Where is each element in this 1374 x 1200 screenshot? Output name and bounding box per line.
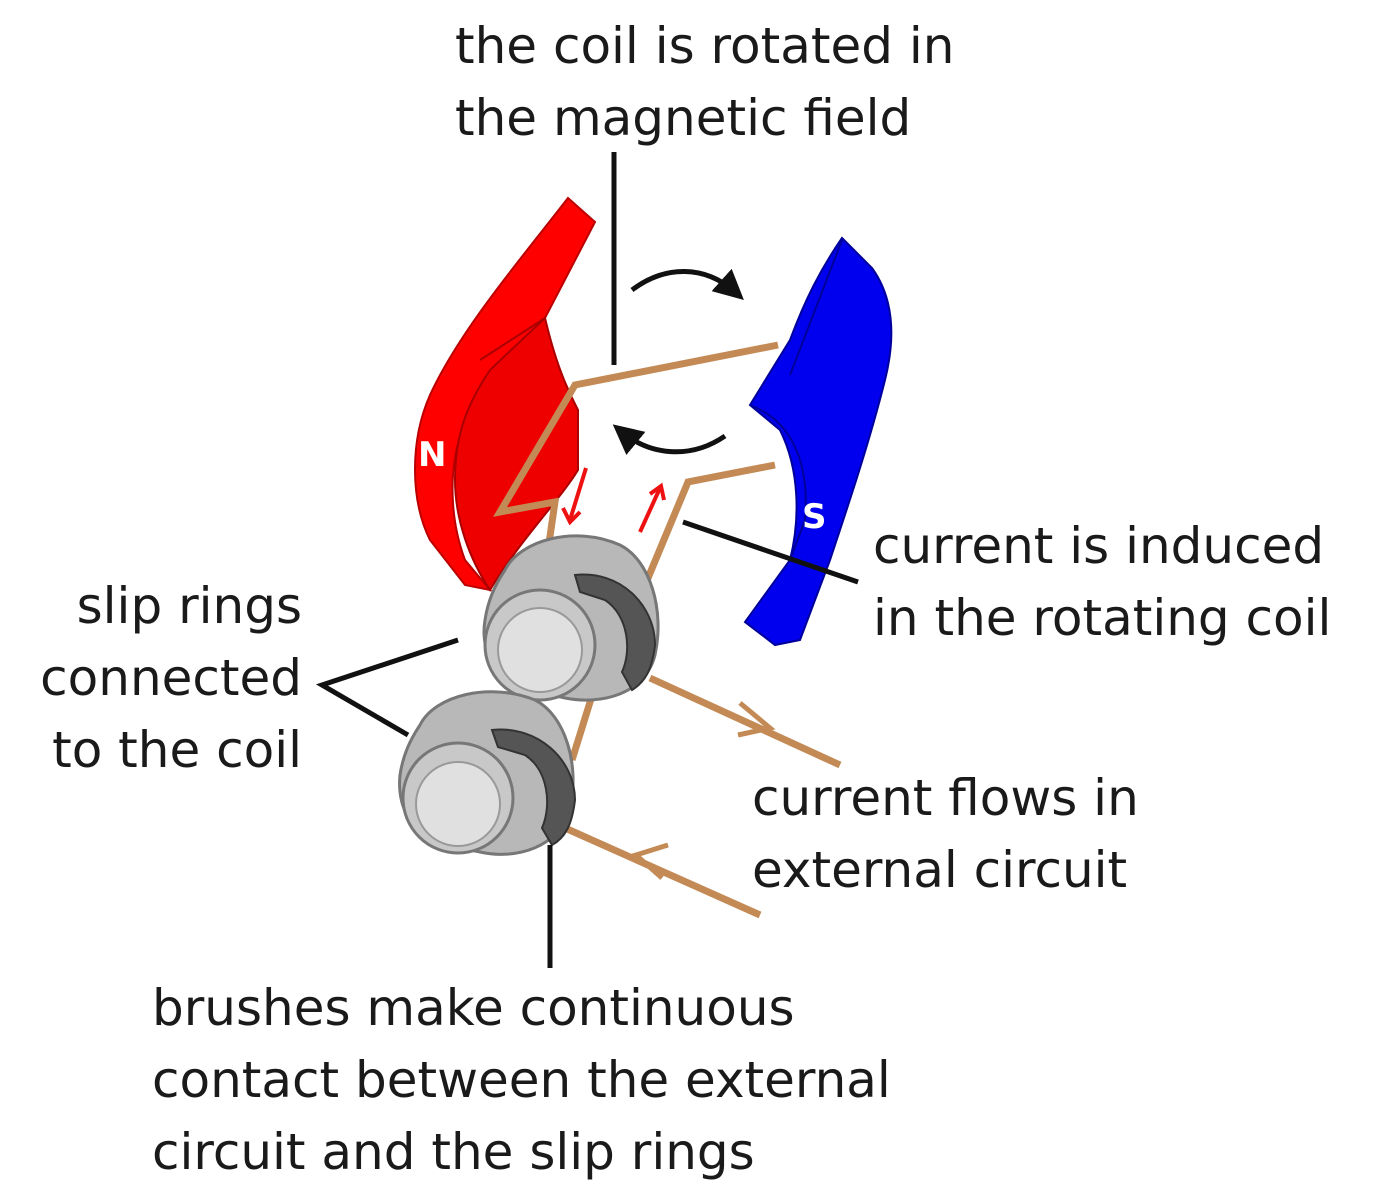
rotating-coil: [493, 341, 779, 580]
label-brushes-line-1: brushes make continuous: [152, 979, 795, 1037]
south-magnet: S: [743, 236, 893, 647]
label-current-induced-line-2: in the rotating coil: [873, 589, 1332, 647]
label-coil-rotated: the coil is rotated in the magnetic fiel…: [455, 10, 954, 154]
label-slip-rings-line-2: connected: [40, 649, 302, 707]
north-pole-letter: N: [418, 435, 446, 475]
label-current-flows-line-2: external circuit: [752, 841, 1128, 899]
leader-lines: [315, 152, 859, 968]
rotation-arrow-top: [630, 268, 744, 301]
brush-upper: [573, 573, 657, 692]
label-brushes: brushes make continuous contact between …: [152, 972, 891, 1188]
leader-slip-rings: [315, 637, 459, 738]
label-slip-rings-line-3: to the coil: [52, 721, 302, 779]
label-current-flows: current flows in external circuit: [752, 762, 1139, 906]
label-current-induced: current is induced in the rotating coil: [873, 510, 1331, 654]
label-coil-rotated-line-2: the magnetic field: [455, 89, 912, 147]
brush-lower: [490, 728, 577, 847]
external-current-arrows: [631, 701, 776, 880]
label-brushes-line-2: contact between the external: [152, 1051, 891, 1109]
label-slip-rings: slip rings connected to the coil: [10, 570, 302, 786]
rotation-arrow-bottom: [612, 424, 727, 456]
label-brushes-line-3: circuit and the slip rings: [152, 1123, 755, 1181]
label-current-flows-line-1: current flows in: [752, 769, 1139, 827]
label-slip-rings-line-1: slip rings: [76, 577, 302, 635]
slip-ring-upper: [482, 534, 660, 702]
south-pole-letter: S: [802, 497, 827, 537]
induced-current-arrows: [561, 467, 666, 533]
label-coil-rotated-line-1: the coil is rotated in: [455, 17, 955, 75]
north-magnet: N: [414, 196, 597, 592]
leader-current-induced: [682, 519, 859, 585]
label-current-induced-line-1: current is induced: [873, 517, 1325, 575]
slip-ring-lower: [398, 690, 577, 856]
